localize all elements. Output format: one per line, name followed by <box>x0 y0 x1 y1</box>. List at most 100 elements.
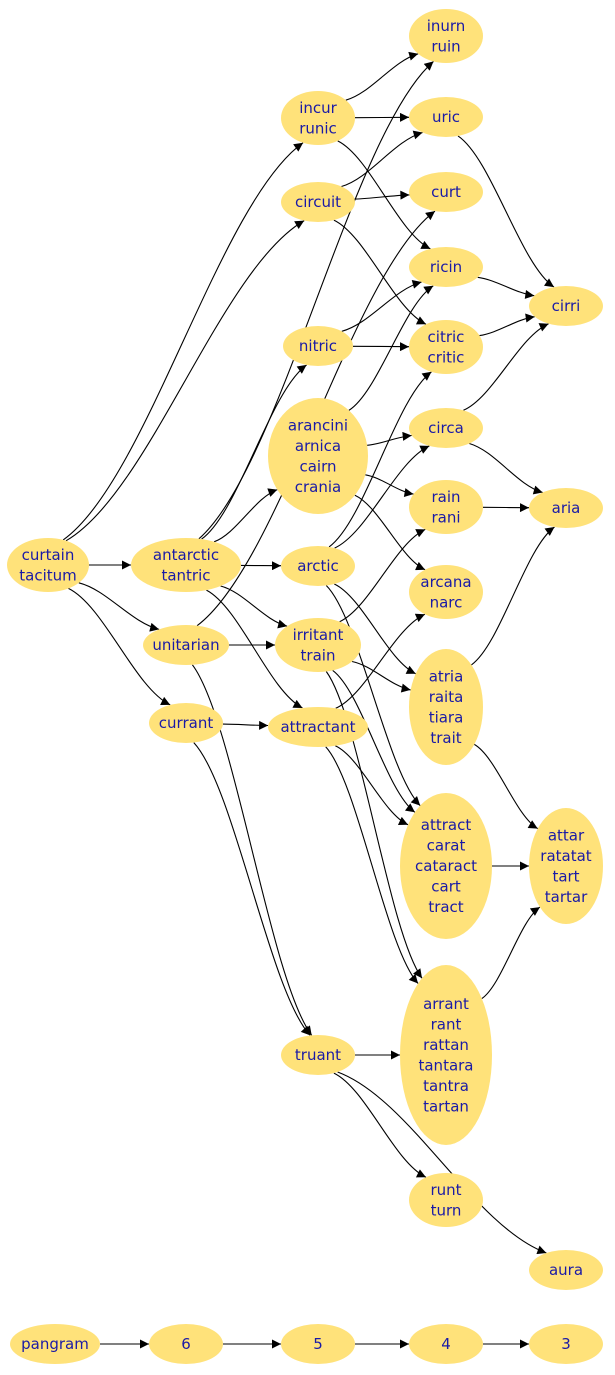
node-ellipse <box>409 1324 483 1364</box>
edge-curtain-to-incur <box>62 142 304 541</box>
node-currant: currant <box>149 703 223 743</box>
node-aria: aria <box>529 488 603 528</box>
edge-antarctic-to-irritant <box>220 585 288 629</box>
node-ellipse <box>400 965 492 1145</box>
node-label: arrant <box>423 995 469 1013</box>
node-label: narc <box>430 593 463 611</box>
node-ellipse <box>131 538 241 592</box>
node-ellipse <box>268 398 368 514</box>
node-label: turn <box>431 1201 462 1219</box>
edge-irritant-to-atria <box>351 660 411 693</box>
node-label: aura <box>549 1261 583 1279</box>
edge-curtain-to-currant <box>68 587 171 706</box>
node-n6: 6 <box>149 1324 223 1364</box>
node-ellipse <box>283 326 353 366</box>
node-label: crania <box>295 478 341 496</box>
edge-attractant-to-arcana <box>335 613 426 709</box>
node-uric: uric <box>409 97 483 137</box>
node-label: arancini <box>288 416 348 434</box>
node-label: tiara <box>429 708 464 726</box>
node-label: pangram <box>21 1335 89 1353</box>
edge-incur-to-ricin <box>337 140 431 250</box>
edge-antarctic-to-attractant <box>206 589 303 709</box>
node-label: tantara <box>418 1056 473 1074</box>
node-irritant: irritant train <box>275 618 361 672</box>
node-label: arnica <box>295 437 341 455</box>
node-label: rattan <box>423 1036 469 1054</box>
edge-circa-to-cirri <box>463 323 549 411</box>
node-label: 5 <box>313 1335 323 1353</box>
node-label: tartan <box>423 1097 469 1115</box>
node-ellipse <box>149 703 223 743</box>
edge-antarctic-to-inurn <box>198 60 434 540</box>
node-ellipse <box>281 1035 355 1075</box>
node-ellipse <box>409 565 483 619</box>
node-ellipse <box>268 707 368 747</box>
edge-attractant-to-attract <box>335 745 409 826</box>
node-label: tantra <box>423 1077 469 1095</box>
node-label: uric <box>432 108 460 126</box>
node-label: tartar <box>545 888 588 906</box>
node-label: circa <box>428 419 464 437</box>
edge-arctic-to-circa <box>334 445 430 549</box>
edge-irritant-to-rain <box>339 528 426 623</box>
node-label: ricin <box>430 258 462 276</box>
node-label: ruin <box>431 37 460 55</box>
edge-nitric-to-ricin <box>341 279 422 332</box>
node-label: 3 <box>561 1335 571 1353</box>
edge-circa-to-aria <box>469 442 543 495</box>
edge-circuit-to-citric <box>333 219 427 325</box>
node-label: unitarian <box>152 636 219 654</box>
node-label: ratatat <box>540 847 592 865</box>
node-label: cart <box>431 878 461 896</box>
node-n3: 3 <box>529 1324 603 1364</box>
node-ellipse <box>529 1324 603 1364</box>
edge-atria-to-aria <box>471 526 555 666</box>
node-curt: curt <box>409 172 483 212</box>
edge-uric-to-cirri <box>457 135 555 288</box>
node-aura: aura <box>529 1250 603 1290</box>
node-label: nitric <box>299 337 337 355</box>
node-label: irritant <box>293 626 344 644</box>
edge-atria-to-attar <box>474 743 538 830</box>
edge-antarctic-to-nitric <box>201 364 307 540</box>
edge-ricin-to-cirri <box>477 276 535 299</box>
node-label: cataract <box>415 857 477 875</box>
node-ellipse <box>409 320 483 374</box>
edge-circuit-to-uric <box>341 130 423 188</box>
edge-arancini-to-ricin <box>348 285 434 411</box>
node-label: antarctic <box>153 546 219 564</box>
node-label: tart <box>552 867 579 885</box>
node-label: curtain <box>22 546 75 564</box>
edge-incur-to-inurn <box>345 51 419 101</box>
edge-circuit-to-curt <box>354 190 410 200</box>
edge-curtain-to-circuit <box>65 220 305 542</box>
node-label: 4 <box>441 1335 451 1353</box>
node-label: train <box>301 646 336 664</box>
node-label: attar <box>548 826 585 844</box>
edge-arancini-to-rain <box>365 474 414 498</box>
node-ellipse <box>275 618 361 672</box>
edge-irritant-to-arrant <box>325 671 423 979</box>
edge-currant-to-attractant <box>222 720 269 730</box>
node-circa: circa <box>409 408 483 448</box>
node-label: raita <box>429 688 464 706</box>
node-ellipse <box>281 546 355 586</box>
node-label: inurn <box>427 17 466 35</box>
node-arctic: arctic <box>281 546 355 586</box>
edge-arctic-to-atria <box>334 583 416 675</box>
node-label: currant <box>159 714 214 732</box>
node-ellipse <box>281 91 355 145</box>
edge-truant-to-aura <box>337 1071 547 1255</box>
node-ellipse <box>409 649 483 765</box>
node-ellipse <box>281 1324 355 1364</box>
node-ellipse <box>409 408 483 448</box>
